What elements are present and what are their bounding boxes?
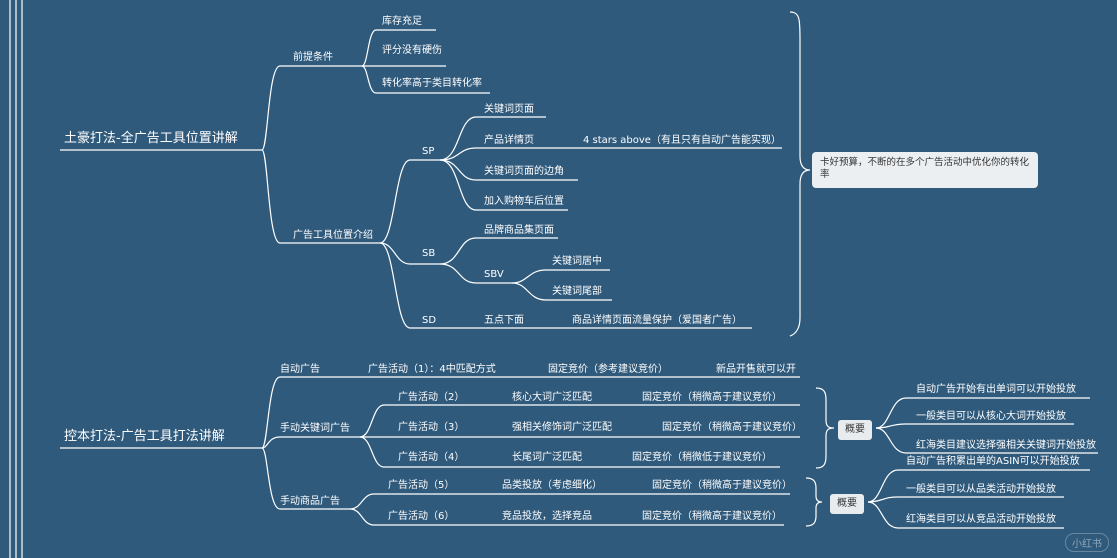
sp-item-1[interactable]: 关键词页面 [484,104,534,115]
prod-row-1-target[interactable]: 品类投放（考虑细化） [502,480,602,491]
prod-row-2-campaign[interactable]: 广告活动（6） [388,511,455,522]
branch-auto [261,376,326,449]
kw-row-2-bid[interactable]: 固定竞价（稍微高于建议竞价） [662,422,802,433]
prod-row-1-campaign[interactable]: 广告活动（5） [388,480,455,491]
prereq-item-2[interactable]: 评分没有硬伤 [382,45,442,56]
sp-node[interactable]: SP [422,146,435,157]
kw-summary-box[interactable]: 概要 [838,420,872,440]
branch-sp-3 [439,159,578,181]
branch-prereq-1 [361,29,436,67]
branch-manual-kw [261,436,360,449]
manual-prod-node[interactable]: 手动商品广告 [280,496,340,507]
prod-row-2-target[interactable]: 竞品投放，选择竞品 [502,511,592,522]
branch-sb [379,242,440,265]
branch-prod-1 [349,493,790,510]
sp-item-2-detail[interactable]: 4 stars above（有且只有自动广告能实现） [583,135,781,146]
kw-row-3-bid[interactable]: 固定竞价（稍微低于建议竞价） [632,452,772,463]
branch-sbv [439,263,512,284]
kw-row-3-match[interactable]: 长尾词广泛匹配 [512,452,582,463]
sp-item-3[interactable]: 关键词页面的边角 [484,166,564,177]
summary-prod-1 [867,469,1090,503]
auto-campaign[interactable]: 广告活动（1）：4中匹配方式 [368,364,496,375]
kw-summary-item-2[interactable]: 一般类目可以从核心大词开始投放 [916,411,1066,422]
branch-prereq-3 [361,65,490,94]
sd-item-detail[interactable]: 商品详情页面流量保护（爱国者广告） [572,315,742,326]
prod-row-1-bid[interactable]: 固定竞价（稍微高于建议竞价） [652,480,792,491]
branch-sbv-2 [511,282,612,301]
summary-prod-2 [867,496,1064,503]
kw-summary-item-3[interactable]: 红海类目建议选择强相关关键词开始投放 [916,440,1096,451]
branch-kw-1 [359,404,800,438]
summary-brace-top [789,11,811,337]
branch-sp [379,159,440,244]
sp-item-4[interactable]: 加入购物车后位置 [484,196,564,207]
kw-row-1-match[interactable]: 核心大词广泛匹配 [512,392,592,403]
kw-row-3-campaign[interactable]: 广告活动（4） [398,452,465,463]
summary-brace-prod [805,477,823,527]
branch-sp-1 [439,116,546,161]
watermark-logo: 小红书 [1065,533,1109,552]
branch-sp-4 [439,159,568,211]
sbv-node[interactable]: SBV [484,269,504,280]
branch-kw-3 [359,436,780,468]
sb-node[interactable]: SB [422,248,436,259]
branch-prereq [261,65,362,151]
branch-sd [379,242,440,329]
branch-prod-2 [349,508,784,526]
kw-summary-item-1[interactable]: 自动广告开始有出单词可以开始投放 [916,384,1076,395]
auto-node[interactable]: 自动广告 [280,364,320,375]
auto-bid[interactable]: 固定竞价（参考建议竞价） [548,364,668,375]
placement-node[interactable]: 广告工具位置介绍 [293,230,373,241]
kw-row-2-campaign[interactable]: 广告活动（3） [398,422,465,433]
sb-item-brand[interactable]: 品牌商品集页面 [484,225,554,236]
summary-note[interactable]: 卡好预算，不断的在多个广告活动中优化你的转化率 [812,152,1038,188]
branch-sp-2 [439,147,546,161]
prod-row-2-bid[interactable]: 固定竞价（稍微高于建议竞价） [642,511,782,522]
branch-placement [261,149,380,244]
summary-kw-2 [875,423,1074,429]
summary-prod-3 [867,501,1064,529]
sp-item-2[interactable]: 产品详情页 [484,135,534,146]
prereq-node[interactable]: 前提条件 [293,52,333,63]
prod-summary-box[interactable]: 概要 [830,494,864,514]
sd-node[interactable]: SD [422,315,437,326]
branch-sbv-1 [511,269,610,284]
kw-row-1-bid[interactable]: 固定竞价（稍微高于建议竞价） [642,392,782,403]
branch-manual-prod [261,447,350,510]
prod-summary-item-3[interactable]: 红海类目可以从竞品活动开始投放 [906,514,1056,525]
prod-summary-item-2[interactable]: 一般类目可以从品类活动开始投放 [906,484,1056,495]
branch-sb-1 [439,237,558,265]
summary-brace-kw [815,387,835,469]
sd-item[interactable]: 五点下面 [484,315,524,326]
root-bottom-label[interactable]: 控本打法-广告工具打法讲解 [64,429,225,444]
kw-row-1-campaign[interactable]: 广告活动（2） [398,392,465,403]
sbv-item-1[interactable]: 关键词居中 [552,256,602,267]
kw-row-2-match[interactable]: 强相关修饰词广泛匹配 [512,422,612,433]
prereq-item-1[interactable]: 库存充足 [382,16,422,27]
auto-extra[interactable]: 新品开售就可以开 [716,364,796,375]
prod-summary-item-1[interactable]: 自动广告积累出单的ASIN可以开始投放 [906,456,1080,467]
prereq-item-3[interactable]: 转化率高于类目转化率 [382,78,482,89]
summary-kw-3 [875,427,1098,454]
manual-kw-node[interactable]: 手动关键词广告 [280,423,350,434]
summary-kw-1 [875,397,1090,429]
root-top-label[interactable]: 土豪打法-全广告工具位置讲解 [64,131,238,146]
sbv-item-2[interactable]: 关键词尾部 [552,286,602,297]
